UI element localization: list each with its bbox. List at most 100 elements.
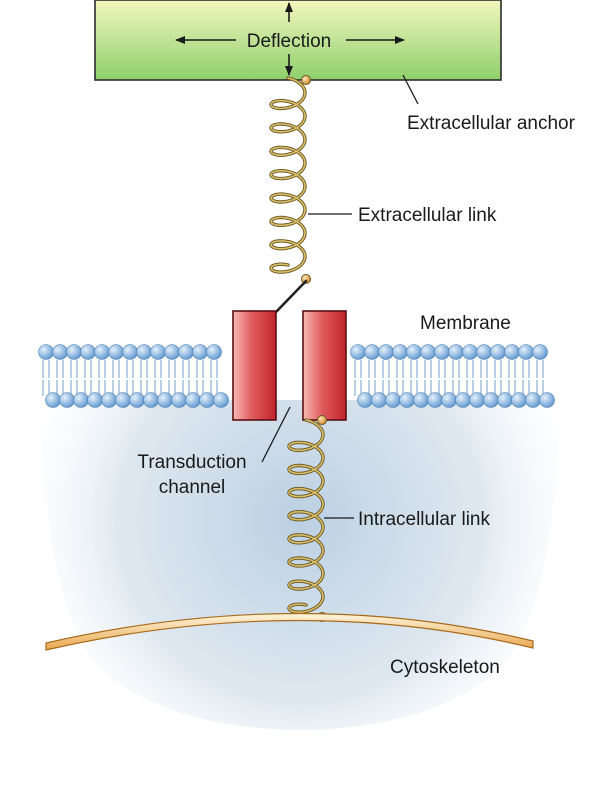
lipid-head: [115, 392, 131, 408]
lipid-head: [38, 344, 54, 360]
label-extracellular-link: Extracellular link: [358, 205, 497, 226]
lipid-tail: [452, 360, 460, 396]
lipid-head: [490, 344, 506, 360]
lipid-head: [52, 344, 68, 360]
lipid-tail: [140, 360, 148, 396]
lipid-tail: [196, 360, 204, 396]
lipid-head: [178, 344, 194, 360]
lipid-tail: [126, 360, 134, 396]
lipid-head: [378, 344, 394, 360]
lipid-head: [427, 392, 443, 408]
lipid-head: [399, 392, 415, 408]
lipid-head: [192, 344, 208, 360]
lipid-tail: [438, 360, 446, 396]
lipid-head: [199, 392, 215, 408]
lipid-head: [59, 392, 75, 408]
lipid-head: [448, 344, 464, 360]
lipid-head: [371, 392, 387, 408]
lipid-head: [364, 344, 380, 360]
lipid-head: [45, 392, 61, 408]
lipid-head: [455, 392, 471, 408]
lipid-head: [462, 344, 478, 360]
lipid-head: [150, 344, 166, 360]
lipid-head: [518, 344, 534, 360]
lipid-tail: [98, 360, 106, 396]
lipid-head: [108, 344, 124, 360]
lipid-tail: [84, 360, 92, 396]
lipid-head: [213, 392, 229, 408]
lipid-head: [504, 344, 520, 360]
lipid-tail: [354, 360, 362, 396]
channel-left-half: [232, 310, 277, 421]
lipid-tail: [182, 360, 190, 396]
leader-extracellular-anchor: [402, 74, 419, 105]
lipid-tail: [396, 360, 404, 396]
lipid-tail: [410, 360, 418, 396]
lipid-tail: [154, 360, 162, 396]
lipid-tail: [70, 360, 78, 396]
spring-bottom-bead-icon: [301, 274, 311, 284]
label-deflection: Deflection: [247, 31, 332, 52]
lipid-head: [406, 344, 422, 360]
lipid-head: [143, 392, 159, 408]
lipid-tail: [112, 360, 120, 396]
lipid-head: [476, 344, 492, 360]
lipid-tail: [522, 360, 530, 396]
lipid-head: [80, 344, 96, 360]
lipid-head: [73, 392, 89, 408]
lipid-tail: [368, 360, 376, 396]
lipid-head: [206, 344, 222, 360]
channel-right-half: [302, 310, 347, 421]
label-membrane: Membrane: [420, 313, 511, 334]
lipid-head: [511, 392, 527, 408]
lipid-head: [66, 344, 82, 360]
lipid-tail: [168, 360, 176, 396]
lipid-head: [164, 344, 180, 360]
lipid-head: [413, 392, 429, 408]
lipid-head: [122, 344, 138, 360]
lipid-head: [497, 392, 513, 408]
lipid-head: [392, 344, 408, 360]
leader-transduction-channel: [261, 406, 291, 463]
cytoskeleton-filament: [45, 612, 534, 651]
lipid-head: [136, 344, 152, 360]
lipid-head: [420, 344, 436, 360]
label-intracellular-link: Intracellular link: [358, 509, 490, 530]
lipid-tail: [536, 360, 544, 396]
lipid-tail: [424, 360, 432, 396]
lipid-head: [434, 344, 450, 360]
lipid-head: [532, 344, 548, 360]
label-transduction-channel-line2: channel: [159, 477, 226, 498]
lipid-head: [539, 392, 555, 408]
lipid-head: [483, 392, 499, 408]
lipid-head: [129, 392, 145, 408]
extracellular-anchor-block: [94, 0, 502, 81]
label-transduction-channel-line1: Transduction: [137, 452, 246, 473]
lipid-head: [385, 392, 401, 408]
lipid-head: [101, 392, 117, 408]
lipid-head: [357, 392, 373, 408]
label-extracellular-anchor: Extracellular anchor: [407, 113, 576, 134]
lipid-head: [94, 344, 110, 360]
lipid-tail: [466, 360, 474, 396]
lipid-tail: [382, 360, 390, 396]
lipid-tail: [56, 360, 64, 396]
lipid-head: [350, 344, 366, 360]
leader-lines: [261, 74, 419, 519]
intracellular-top-bead-icon: [317, 415, 327, 425]
lipid-head: [171, 392, 187, 408]
lipid-head: [157, 392, 173, 408]
extracellular-link-spring: [269, 75, 311, 284]
lipid-tail: [494, 360, 502, 396]
gate-connector: [274, 279, 308, 314]
lipid-head: [185, 392, 201, 408]
lipid-tail: [210, 360, 218, 396]
lipid-head: [87, 392, 103, 408]
lipid-tail: [508, 360, 516, 396]
membrane-bilayer: [38, 344, 555, 408]
lipid-head: [469, 392, 485, 408]
lipid-tail: [42, 360, 50, 396]
spring-top-bead-icon: [301, 75, 311, 85]
lipid-tail: [480, 360, 488, 396]
